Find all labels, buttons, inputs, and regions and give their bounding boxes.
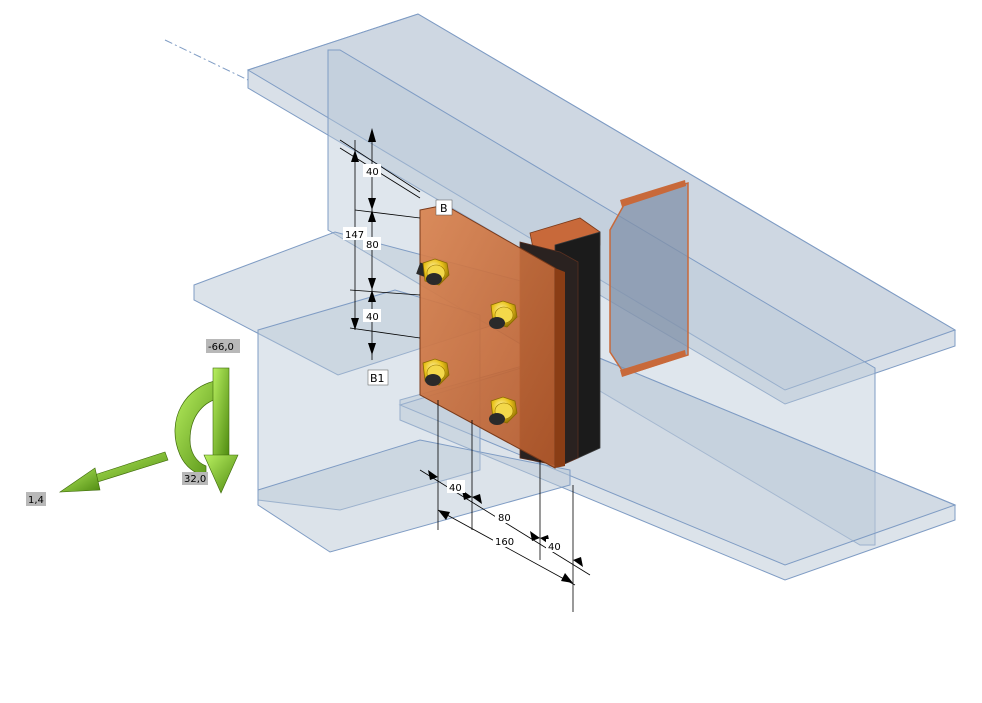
dim-label-v-top-gap: 40 xyxy=(363,164,381,178)
bolt xyxy=(489,300,518,329)
vertical-axis-arrow[interactable] xyxy=(203,367,239,494)
end-plate-assembly[interactable] xyxy=(419,204,601,469)
stiffener-plate[interactable] xyxy=(609,180,689,377)
svg-text:32,0: 32,0 xyxy=(184,474,206,485)
secondary-angle-label: 32,0 xyxy=(182,472,208,485)
dim-label-v-total: 147 xyxy=(343,227,367,241)
bolt xyxy=(489,396,518,425)
bolt xyxy=(416,258,450,286)
dim-label-h-left-gap: 40 xyxy=(447,480,465,494)
rotation-angle-label: -66,0 xyxy=(206,339,240,353)
svg-text:40: 40 xyxy=(366,167,379,178)
dim-label-h-bolt-spacing: 80 xyxy=(495,510,513,524)
axis-centerline xyxy=(164,39,249,81)
axis-value-label: 1,4 xyxy=(26,492,46,506)
bolt-group[interactable] xyxy=(416,258,518,425)
bolt xyxy=(422,358,450,386)
dim-label-v-bolt-spacing: 80 xyxy=(363,237,381,251)
svg-text:40: 40 xyxy=(449,483,462,494)
svg-text:40: 40 xyxy=(366,312,379,323)
svg-text:80: 80 xyxy=(498,513,511,524)
marker-b1[interactable]: B1 xyxy=(367,369,389,386)
svg-text:147: 147 xyxy=(345,230,364,241)
svg-text:B1: B1 xyxy=(370,372,385,385)
dim-label-h-total: 160 xyxy=(493,534,517,548)
vertical-dim-arrows xyxy=(351,128,376,355)
dim-label-v-bottom-gap: 40 xyxy=(363,309,381,323)
axis-arrow[interactable] xyxy=(58,451,169,493)
main-beam-top-flange-face xyxy=(246,13,957,391)
svg-text:1,4: 1,4 xyxy=(28,495,44,506)
secondary-beam-bottom-flange xyxy=(257,439,571,553)
svg-text:160: 160 xyxy=(495,537,514,548)
dim-label-h-right-gap: 40 xyxy=(546,539,564,553)
svg-text:80: 80 xyxy=(366,240,379,251)
svg-text:B: B xyxy=(440,202,448,215)
marker-b[interactable]: B xyxy=(435,199,453,216)
svg-text:-66,0: -66,0 xyxy=(208,342,234,353)
rotation-manipulator[interactable] xyxy=(58,367,239,494)
svg-text:40: 40 xyxy=(548,542,561,553)
horizontal-dim-arrows xyxy=(428,470,583,583)
